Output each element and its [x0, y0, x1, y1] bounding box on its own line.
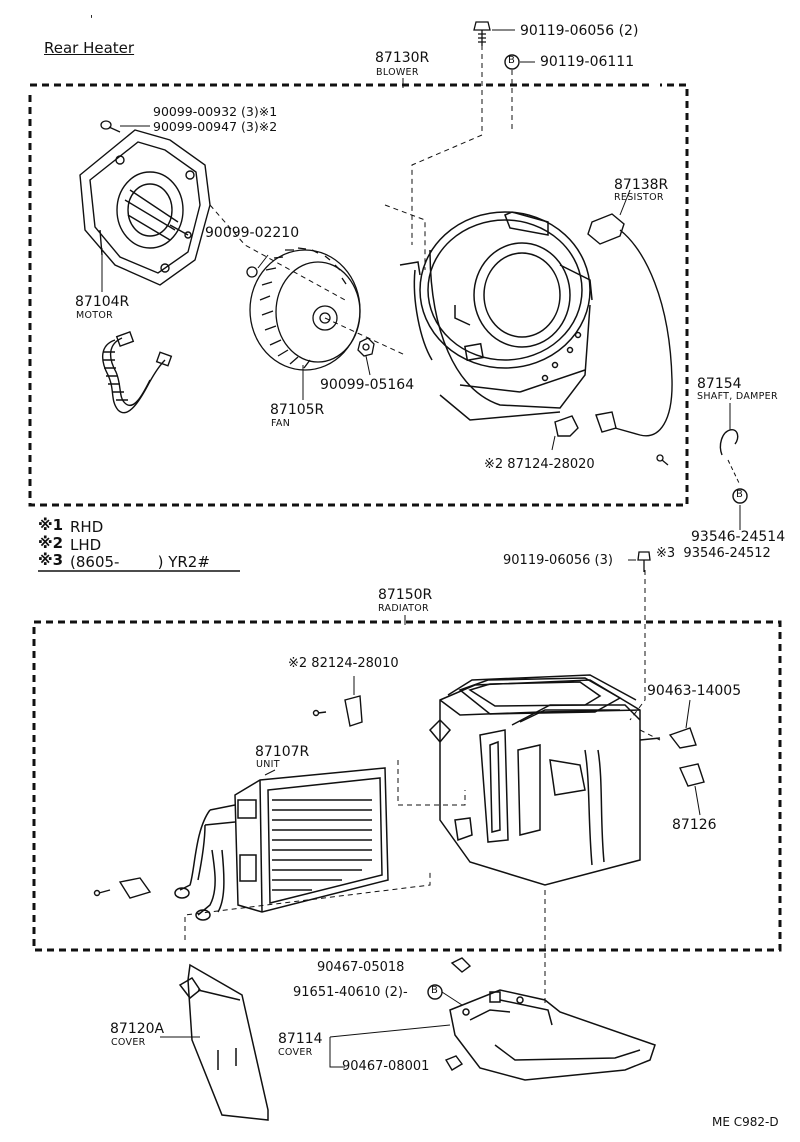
diagram-code: ME C982-D	[712, 1115, 779, 1129]
bolt-b-label: 90119-06111	[540, 54, 635, 70]
cover-b-name: COVER	[278, 1047, 313, 1058]
radiator-group-number: 87150R	[378, 587, 433, 603]
callout-b-top: B	[508, 55, 515, 66]
cover-87114-drawing	[449, 989, 656, 1081]
top-bolt-label: 90119-06056 (2)	[520, 23, 639, 39]
radiator-case-drawing	[428, 674, 661, 886]
blower-housing-drawing	[399, 211, 593, 421]
clip-05018-drawing	[450, 957, 472, 973]
motor-wire-drawing	[102, 331, 173, 414]
note-3-text: (8605- ) YR2#	[70, 553, 210, 571]
bracket-82124-label: ※2 82124-28010	[288, 656, 399, 671]
cover-b-number: 87114	[278, 1031, 323, 1047]
bolt-mid-label: 90119-06056 (3)	[503, 553, 613, 568]
note-3-mark: ※3	[38, 551, 64, 569]
radiator-group-name: RADIATOR	[378, 603, 429, 614]
shaft-name: SHAFT, DAMPER	[697, 391, 778, 402]
bracket-87126-drawing	[679, 763, 705, 816]
blower-group-number: 87130R	[375, 50, 430, 66]
clip-1-label: 93546-24514	[691, 529, 786, 545]
motor-number: 87104R	[75, 294, 130, 310]
callout-b-right: B	[736, 489, 743, 500]
cover-a-name: COVER	[111, 1037, 146, 1048]
note-2-mark: ※2	[38, 534, 64, 552]
note-2-text: LHD	[70, 536, 102, 554]
blower-group-name: BLOWER	[376, 67, 419, 78]
bracket-82124-drawing	[312, 676, 363, 727]
callout-b-bottom: B	[431, 985, 438, 996]
clamp-90463-drawing	[668, 699, 697, 749]
motor-name: MOTOR	[76, 310, 114, 321]
motor-drawing	[79, 129, 211, 286]
bracket-87124-drawing	[551, 415, 579, 451]
fan-number: 87105R	[270, 402, 325, 418]
clamp-90463-label: 90463-14005	[647, 683, 742, 699]
heater-core-drawing	[174, 767, 389, 921]
nut-label: 90099-05164	[320, 377, 415, 393]
screw-91651-label: 91651-40610 (2)-	[293, 985, 408, 1000]
callout-b-circles	[427, 54, 748, 1000]
shaft-number: 87154	[697, 376, 742, 392]
resistor-number: 87138R	[614, 177, 669, 193]
unit-name: UNIT	[256, 759, 280, 770]
top-bolt-drawing	[473, 21, 515, 46]
nut-drawing	[357, 337, 375, 357]
clip-08001-label: 90467-08001	[342, 1059, 430, 1074]
clip-05018-label: 90467-05018	[317, 960, 405, 975]
small-screw-drawing	[656, 454, 669, 466]
resistor-name: RESISTOR	[614, 192, 664, 203]
cover-87120a-drawing	[178, 963, 269, 1121]
mid-bolt-drawing	[628, 551, 651, 572]
clip-2-label: ※3 93546-24512	[656, 546, 771, 561]
shaft-damper-drawing	[719, 403, 741, 530]
clip-08001-drawing	[444, 1055, 464, 1071]
fan-name: FAN	[271, 418, 291, 429]
screw-drawing	[100, 120, 150, 133]
screw-lhd-label: 90099-00947 (3)※2	[153, 119, 278, 134]
resistor-drawing	[587, 189, 673, 437]
cover-a-number: 87120A	[110, 1021, 165, 1037]
unit-number: 87107R	[255, 744, 310, 760]
bracket-87126-label: 87126	[672, 817, 717, 833]
corner-tick-mark: '	[90, 13, 94, 26]
note-1-text: RHD	[70, 518, 104, 536]
note-1-mark: ※1	[38, 516, 64, 534]
radiator-group-box	[32, 620, 782, 952]
bracket-87124-label: ※2 87124-28020	[484, 457, 595, 472]
pipe-clamp-drawing	[93, 877, 152, 899]
fan-drawing	[249, 247, 361, 371]
screw-rhd-label: 90099-00932 (3)※1	[153, 104, 278, 119]
washer-label: 90099-02210	[205, 225, 300, 241]
washer-drawing	[246, 266, 258, 278]
page-title: Rear Heater	[44, 39, 135, 57]
